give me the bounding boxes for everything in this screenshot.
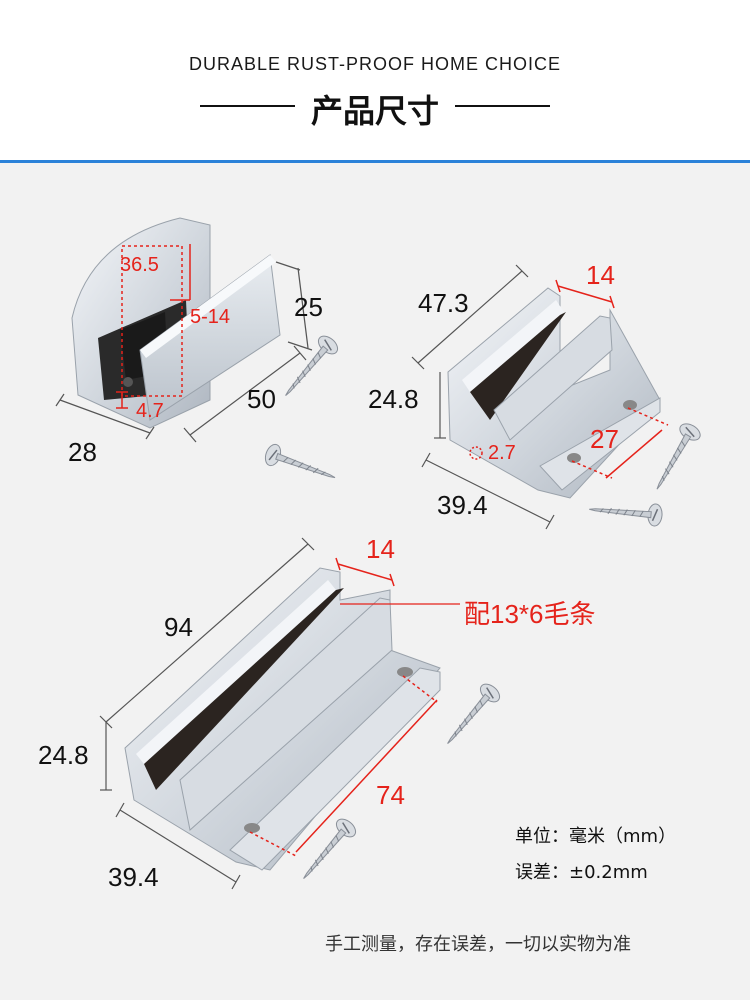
dim-large-width: 39.4 bbox=[108, 862, 159, 892]
header-line-left bbox=[200, 105, 295, 107]
dim-medium-height: 24.8 bbox=[368, 384, 419, 414]
header-line-right bbox=[455, 105, 550, 107]
measurement-disclaimer: 手工测量，存在误差，一切以实物为准 bbox=[325, 934, 631, 955]
dim-medium-slot: 14 bbox=[586, 260, 615, 290]
tolerance-note: 误差：±0.2mm bbox=[515, 862, 648, 883]
dim-small-height: 25 bbox=[294, 292, 323, 322]
page-header: DURABLE RUST-PROOF HOME CHOICE 产品尺寸 bbox=[0, 0, 750, 160]
header-subtitle: DURABLE RUST-PROOF HOME CHOICE bbox=[188, 54, 562, 74]
dim-large-height: 24.8 bbox=[38, 740, 89, 770]
product-large-drawing bbox=[99, 537, 504, 890]
dim-medium-hole-spacing: 27 bbox=[590, 424, 619, 454]
dim-large-hole-spacing: 74 bbox=[376, 780, 405, 810]
product-small-drawing bbox=[55, 217, 342, 489]
dim-medium-length: 47.3 bbox=[418, 288, 469, 318]
dim-large-slot: 14 bbox=[366, 534, 395, 564]
dim-small-length: 50 bbox=[247, 384, 276, 414]
unit-note: 单位：毫米（mm） bbox=[515, 826, 677, 847]
callout-brush-strip: 配13*6毛条 bbox=[464, 599, 596, 629]
dim-medium-hole: 2.7 bbox=[488, 442, 516, 464]
dim-small-depth: 28 bbox=[68, 437, 97, 467]
dim-small-hole: 4.7 bbox=[136, 400, 164, 422]
header-divider bbox=[0, 160, 750, 163]
page-title: 产品尺寸 bbox=[310, 92, 439, 130]
dim-medium-width: 39.4 bbox=[437, 490, 488, 520]
dim-small-gap: 5-14 bbox=[190, 306, 231, 328]
dim-large-length: 94 bbox=[164, 612, 193, 642]
dim-small-width: 36.5 bbox=[120, 254, 159, 276]
product-medium-drawing bbox=[411, 264, 704, 530]
